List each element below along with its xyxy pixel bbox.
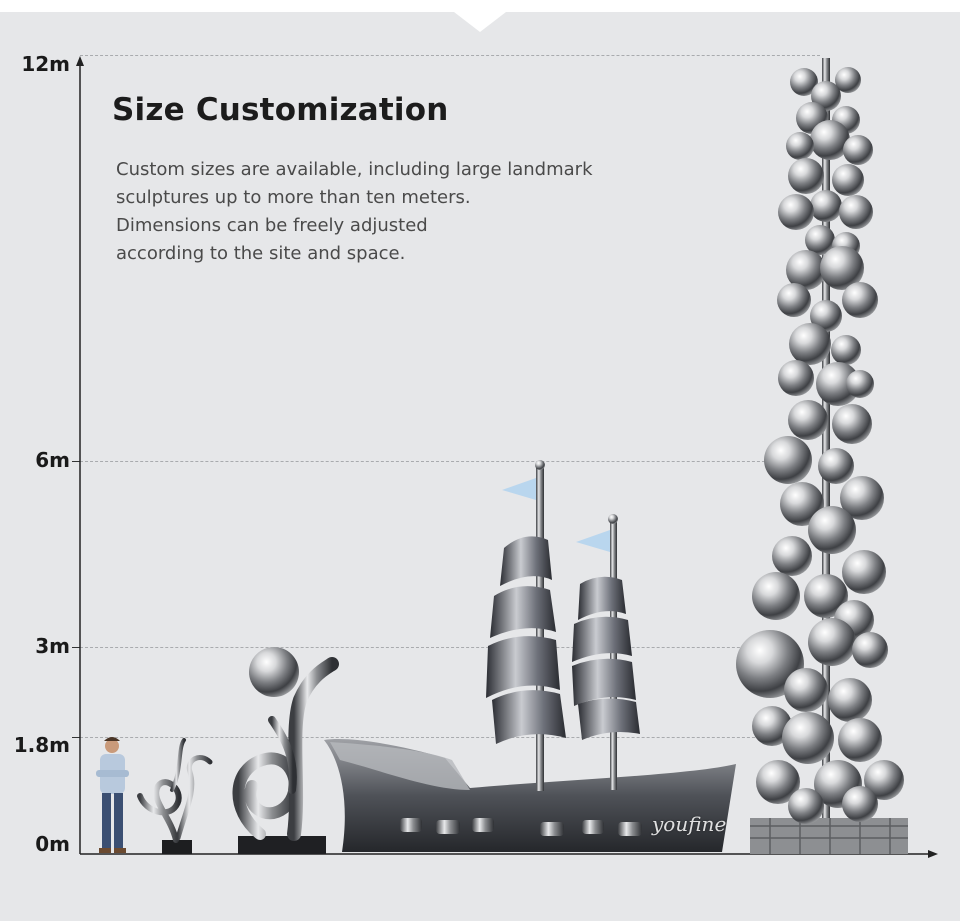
tower-sphere bbox=[808, 506, 856, 554]
gridline-12m bbox=[80, 55, 820, 56]
tower-sphere bbox=[842, 786, 878, 822]
tower-sphere bbox=[828, 678, 872, 722]
tick-1-8m bbox=[72, 737, 80, 738]
scale-label-12m: 12m bbox=[21, 52, 70, 76]
scale-label-1-8m: 1.8m bbox=[13, 733, 70, 757]
tower-sphere bbox=[784, 668, 828, 712]
tower-sphere bbox=[789, 323, 831, 365]
person-figure bbox=[96, 737, 129, 853]
tower-sphere bbox=[832, 404, 872, 444]
tower-sphere bbox=[778, 360, 814, 396]
description-line: according to the site and space. bbox=[116, 243, 406, 264]
tower-sphere bbox=[805, 225, 835, 255]
tower-sphere bbox=[831, 335, 861, 365]
tower-sphere bbox=[764, 436, 812, 484]
tower-sphere bbox=[843, 135, 873, 165]
gridline-6m bbox=[80, 461, 780, 462]
small-ribbon-sculpture bbox=[137, 738, 213, 854]
tower-sphere bbox=[782, 712, 834, 764]
tower-sphere bbox=[810, 190, 842, 222]
tower-sphere bbox=[818, 448, 854, 484]
tower-sphere bbox=[790, 68, 818, 96]
description-line: Custom sizes are available, including la… bbox=[116, 159, 593, 180]
watermark: youfine bbox=[652, 812, 727, 836]
tower-sphere bbox=[810, 120, 850, 160]
tower-sphere bbox=[816, 362, 860, 406]
tower-sphere bbox=[846, 370, 874, 398]
tower-sphere bbox=[839, 195, 873, 229]
tower-sphere bbox=[820, 246, 864, 290]
sphere-ribbon-sculpture bbox=[232, 647, 339, 854]
description: Custom sizes are available, including la… bbox=[116, 156, 656, 268]
tower-sphere bbox=[808, 618, 856, 666]
tower-sphere bbox=[772, 536, 812, 576]
tower-sphere bbox=[780, 482, 824, 526]
gridline-3m bbox=[80, 647, 780, 648]
tower-sphere bbox=[852, 632, 888, 668]
tower-sphere bbox=[804, 574, 848, 618]
tick-6m bbox=[72, 461, 80, 462]
sphere-tower-sculpture bbox=[736, 58, 908, 854]
tower-sphere bbox=[786, 250, 826, 290]
tick-3m bbox=[72, 647, 80, 648]
scale-label-0m: 0m bbox=[35, 832, 70, 856]
tower-sphere bbox=[842, 282, 878, 318]
tower-sphere bbox=[778, 194, 814, 230]
y-axis bbox=[76, 56, 84, 854]
tower-sphere bbox=[786, 132, 814, 160]
tower-sphere bbox=[752, 572, 800, 620]
tower-sphere bbox=[864, 760, 904, 800]
tower-sphere bbox=[756, 760, 800, 804]
scale-label-6m: 6m bbox=[35, 448, 70, 472]
scale-label-3m: 3m bbox=[35, 634, 70, 658]
description-line: Dimensions can be freely adjusted bbox=[116, 215, 428, 236]
description-line: sculptures up to more than ten meters. bbox=[116, 187, 471, 208]
tower-sphere bbox=[832, 164, 864, 196]
tower-sphere bbox=[788, 400, 828, 440]
top-notch bbox=[454, 12, 506, 32]
tower-sphere bbox=[842, 550, 886, 594]
tower-sphere bbox=[777, 283, 811, 317]
page-title: Size Customization bbox=[112, 92, 449, 128]
gridline-1-8m bbox=[80, 737, 780, 738]
tower-sphere bbox=[788, 788, 824, 824]
tower-sphere bbox=[788, 158, 824, 194]
tower-sphere bbox=[835, 67, 861, 93]
tower-sphere bbox=[810, 300, 842, 332]
tower-sphere bbox=[838, 718, 882, 762]
tower-sphere bbox=[752, 706, 792, 746]
tower-sphere bbox=[840, 476, 884, 520]
sailing-ship-sculpture bbox=[324, 460, 736, 852]
